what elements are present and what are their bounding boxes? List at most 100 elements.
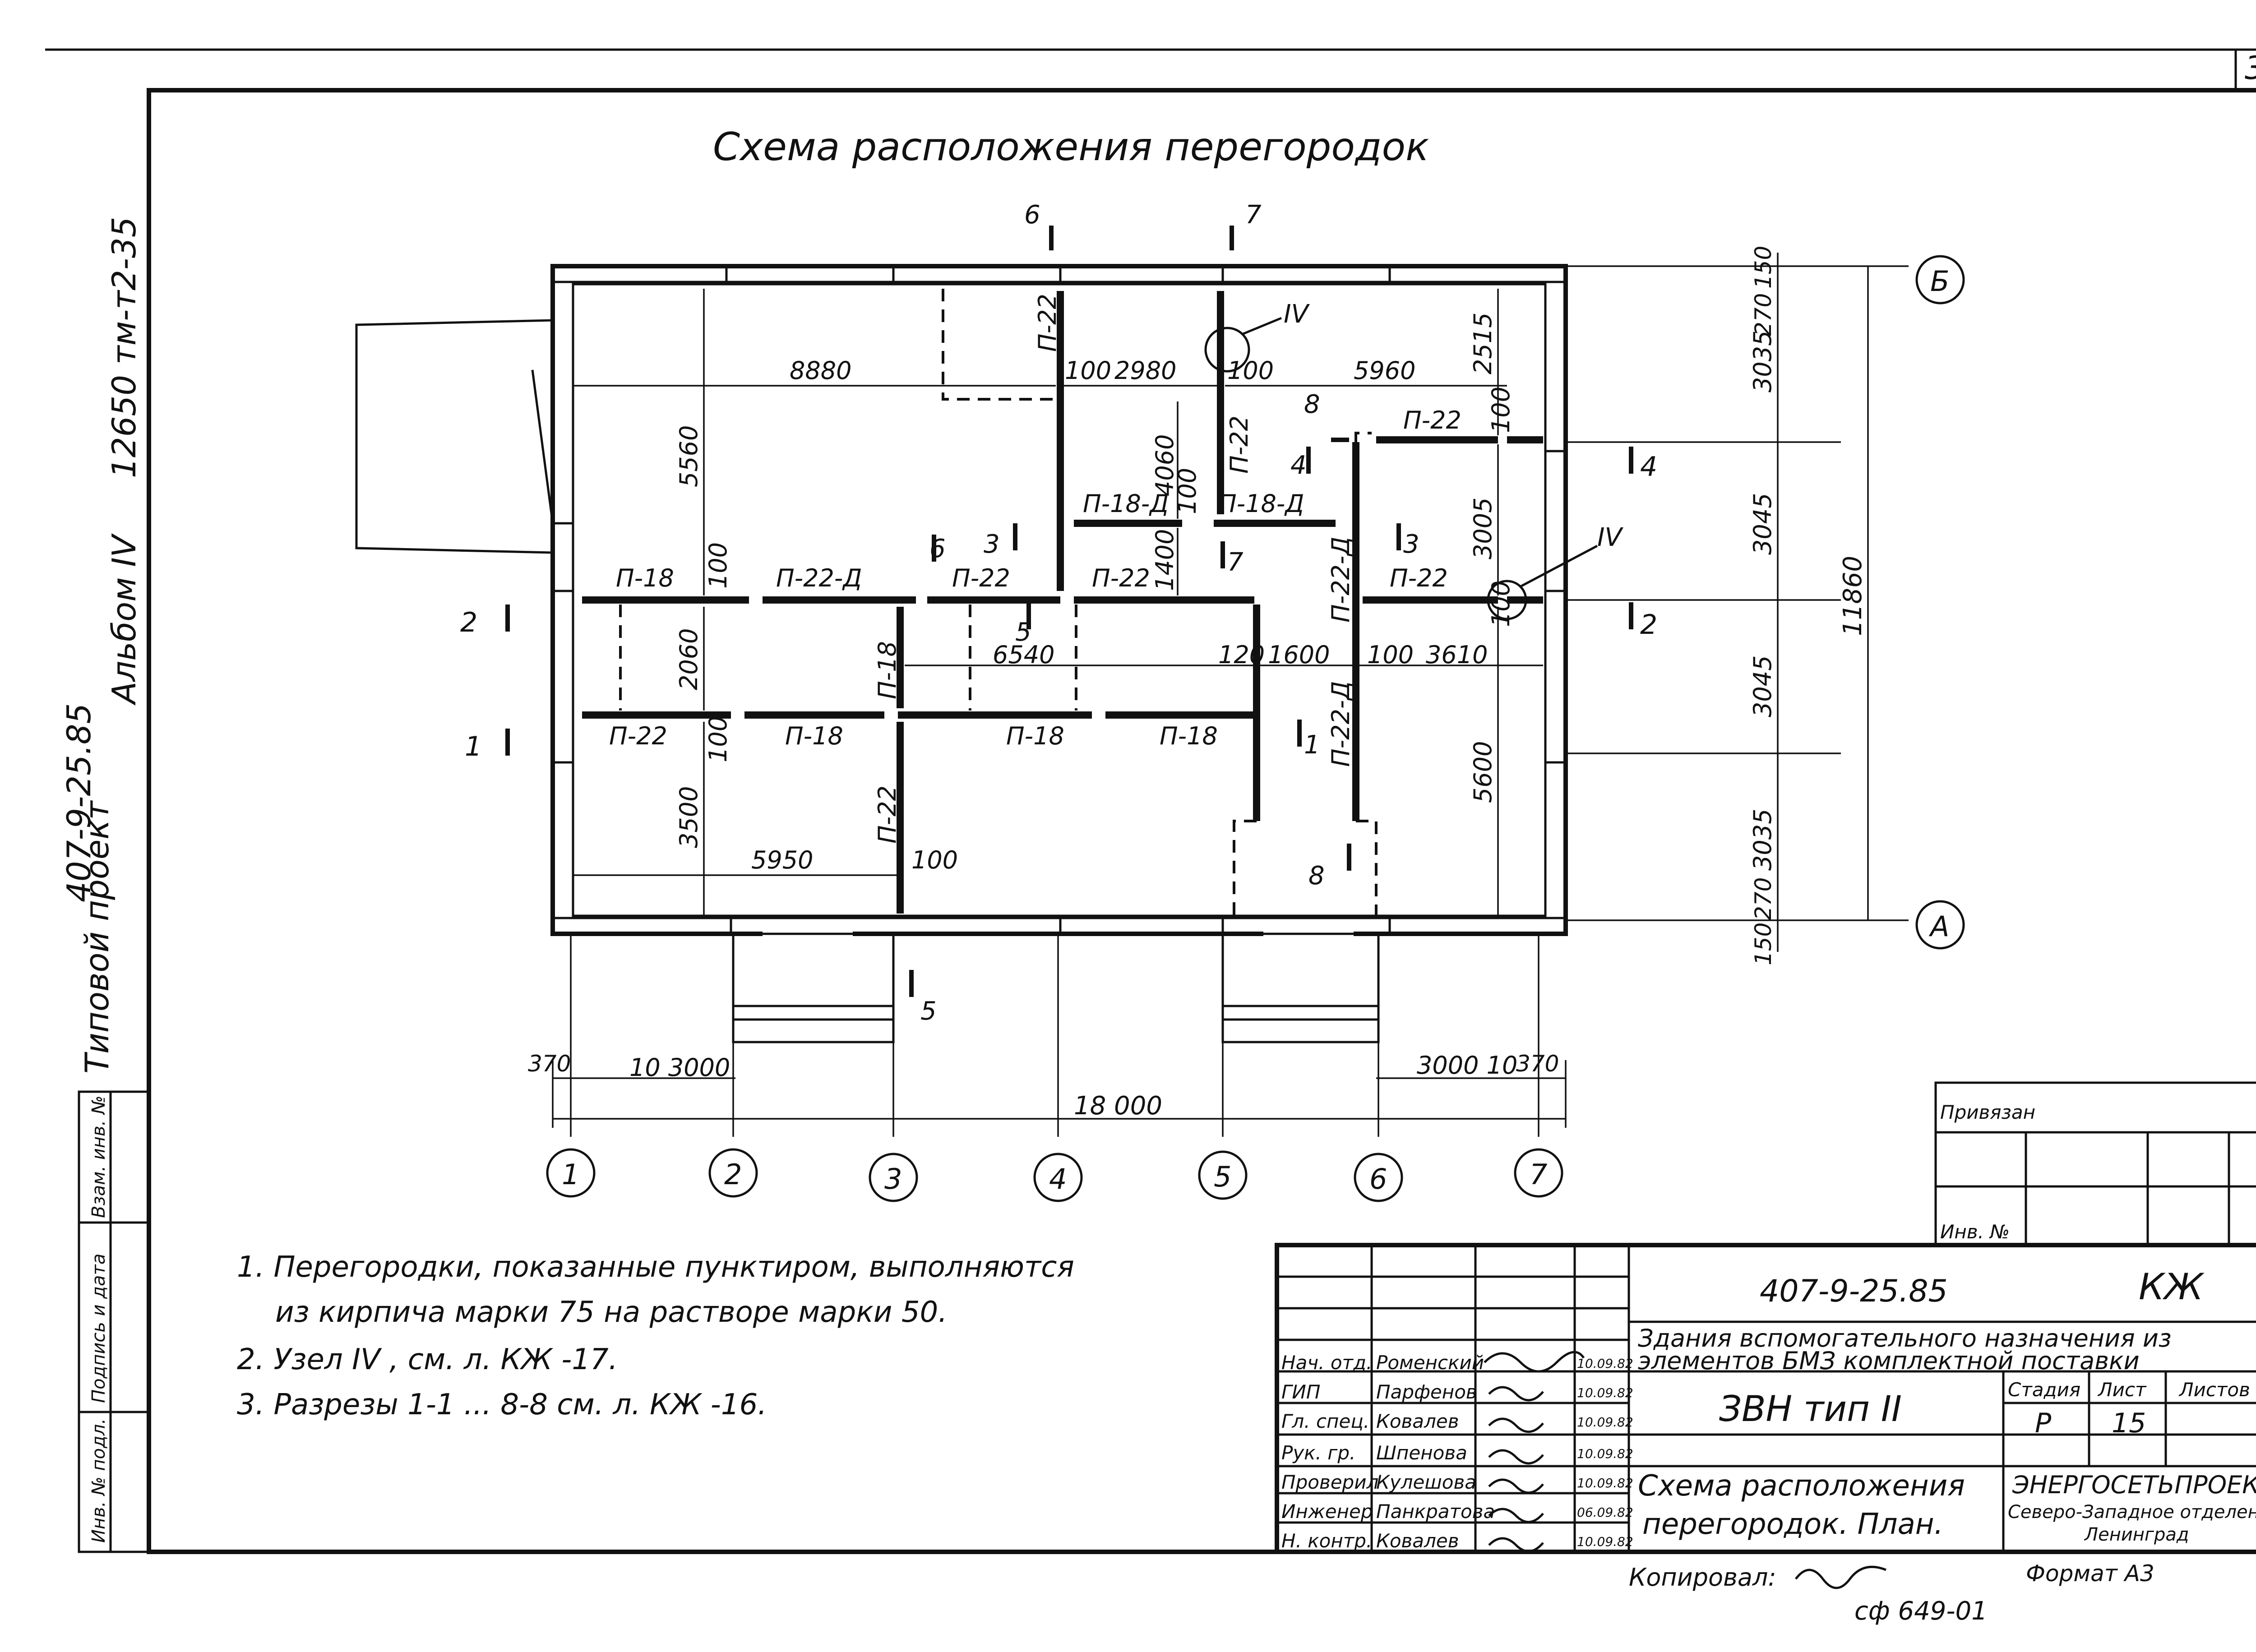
staff-name: Панкратова — [1376, 1500, 1495, 1523]
section-label: 5 — [920, 997, 937, 1026]
object-name-2: элементов БМЗ комплектной поставки — [1638, 1347, 2140, 1375]
title-block — [1275, 1081, 2256, 1554]
axis-label: 4 — [1049, 1163, 1067, 1195]
staff-role: Проверил — [1281, 1471, 1378, 1493]
axis-label: 1 — [562, 1158, 579, 1191]
ext-dim: 3045 — [1748, 655, 1777, 717]
drawing-name-2: перегородок. План. — [1642, 1508, 1943, 1541]
partition-labels: П-18 П-22-Д П-22 П-22 П-22 П-22 П-18 П-1… — [609, 294, 1461, 844]
doc-code: 407-9-25.85 — [1760, 1274, 1948, 1309]
dim-text: 2060 — [675, 628, 703, 690]
dim-text: 100 — [1065, 356, 1111, 385]
dim-text: 2515 — [1469, 313, 1497, 374]
section-label: 5 — [1015, 618, 1031, 647]
ext-dim: 150 — [1750, 923, 1776, 965]
partition-label: П-18 — [616, 564, 674, 592]
dim-text: 100 — [1487, 581, 1515, 627]
staff-role: Н. контр. — [1281, 1530, 1372, 1552]
signature-mark — [1488, 1508, 1544, 1523]
signature-mark — [1488, 1537, 1544, 1553]
archive-code: сф 649-01 — [1854, 1597, 1988, 1626]
axis-label: 2 — [724, 1158, 742, 1191]
ext-dim: 370 — [1516, 1051, 1559, 1077]
ext-dim: 150 — [1750, 246, 1776, 289]
section-label: 6 — [929, 534, 946, 563]
doc-mark: КЖ — [2139, 1266, 2205, 1308]
binding-label: Привязан — [1940, 1101, 2035, 1123]
partition-label: П-22 — [873, 785, 901, 844]
staff-name: Шпенова — [1376, 1442, 1467, 1464]
side-album: Альбом IV — [105, 533, 143, 706]
partition-label: П-22 — [609, 722, 667, 750]
partition-label: П-22-Д — [1327, 681, 1355, 767]
staff-date: 06.09.82 — [1577, 1505, 1633, 1520]
partition-label: П-18 — [785, 722, 843, 750]
dim-text: 1600 — [1268, 641, 1330, 669]
signature-mark — [1488, 1386, 1544, 1402]
note-line: 2. Узел IV , см. л. КЖ -17. — [237, 1343, 618, 1376]
building-type: ЗВН тип II — [1719, 1389, 1902, 1430]
section-label: 1 — [465, 731, 482, 762]
note-line: из кирпича марки 75 на растворе марки 50… — [275, 1296, 948, 1329]
ext-dim: 18 000 — [1074, 1091, 1162, 1121]
dim-text: 3500 — [675, 786, 703, 848]
sheet-header: Лист — [2097, 1379, 2147, 1401]
dim-text: 100 — [1227, 356, 1274, 385]
axis-label: Б — [1930, 265, 1950, 298]
dim-text: 100 — [911, 846, 958, 874]
staff-date: 10.09.82 — [1577, 1534, 1633, 1549]
axis-label: А — [1928, 910, 1949, 943]
partition-label: П-18 — [1006, 722, 1064, 750]
section-label: 2 — [460, 607, 477, 638]
section-label: 8 — [1304, 390, 1320, 419]
ext-dim: 270 — [1750, 293, 1776, 336]
dim-text: 120 — [1218, 641, 1265, 669]
building-plan — [355, 264, 1568, 1043]
side-project: 407-9-25.85 — [60, 703, 98, 902]
signature-mark — [1488, 1478, 1544, 1494]
section-label: 6 — [1024, 200, 1040, 230]
stage-header: Стадия — [2008, 1379, 2080, 1401]
sheet-value: 15 — [2112, 1407, 2146, 1439]
section-label: 1 — [1304, 730, 1320, 760]
section-markers: 6 7 2 1 4 2 4 8 3 3 6 7 5 1 5 8 — [460, 200, 1657, 1026]
ext-dim: 370 — [528, 1051, 571, 1077]
node-label-1: IV — [1284, 300, 1310, 329]
partition-label: П-22 — [952, 564, 1010, 592]
staff-date: 10.09.82 — [1577, 1385, 1633, 1400]
dim-text: 4060 — [1151, 434, 1179, 496]
organization: ЭНЕРГОСЕТЬПРОЕКТ — [2012, 1471, 2256, 1499]
side-project-type: Типовой проект — [78, 800, 116, 1074]
ext-dim: 10 3000 — [629, 1053, 730, 1082]
staff-name: Кулешова — [1376, 1471, 1476, 1493]
ext-dim: 3035 — [1748, 809, 1777, 871]
dim-text: 2980 — [1114, 356, 1176, 385]
section-label: 7 — [1245, 200, 1262, 230]
partition-label: П-22 — [1390, 564, 1448, 592]
node-label-2: IV — [1597, 523, 1624, 552]
staff-role: Нач. отд. — [1281, 1352, 1372, 1374]
sheet-number: 34 — [2245, 50, 2256, 87]
ext-dim: 270 — [1750, 877, 1776, 920]
exterior-dimensions: 370 10 3000 3000 10 370 18 000 150 270 3… — [528, 246, 1869, 1128]
section-label: 3 — [984, 530, 1000, 559]
dim-text: 5560 — [675, 425, 703, 487]
dim-text: 100 — [1173, 468, 1202, 514]
staff-name: Ковалев — [1376, 1410, 1459, 1432]
section-label: 4 — [1640, 451, 1657, 483]
partition-label: П-18-Д — [1083, 489, 1169, 518]
dim-text: 3005 — [1469, 498, 1497, 559]
plan-title: Схема расположения перегородок — [713, 125, 1429, 170]
org-city: Ленинград — [2084, 1524, 2189, 1545]
staff-date: 10.09.82 — [1577, 1446, 1633, 1461]
section-label: 4 — [1290, 451, 1307, 480]
staff-table: Нач. отд. Роменский 10.09.82 ГИП Парфено… — [1281, 1351, 1633, 1553]
staff-role: Инженер — [1281, 1500, 1373, 1523]
note-line: 3. Разрезы 1-1 ... 8-8 см. л. КЖ -16. — [237, 1388, 767, 1421]
staff-role: ГИП — [1281, 1381, 1320, 1403]
dim-text: 8880 — [790, 356, 851, 385]
staff-date: 10.09.82 — [1577, 1476, 1633, 1490]
ext-dim: 3045 — [1748, 493, 1777, 555]
partition-label: П-22-Д — [1327, 537, 1355, 623]
